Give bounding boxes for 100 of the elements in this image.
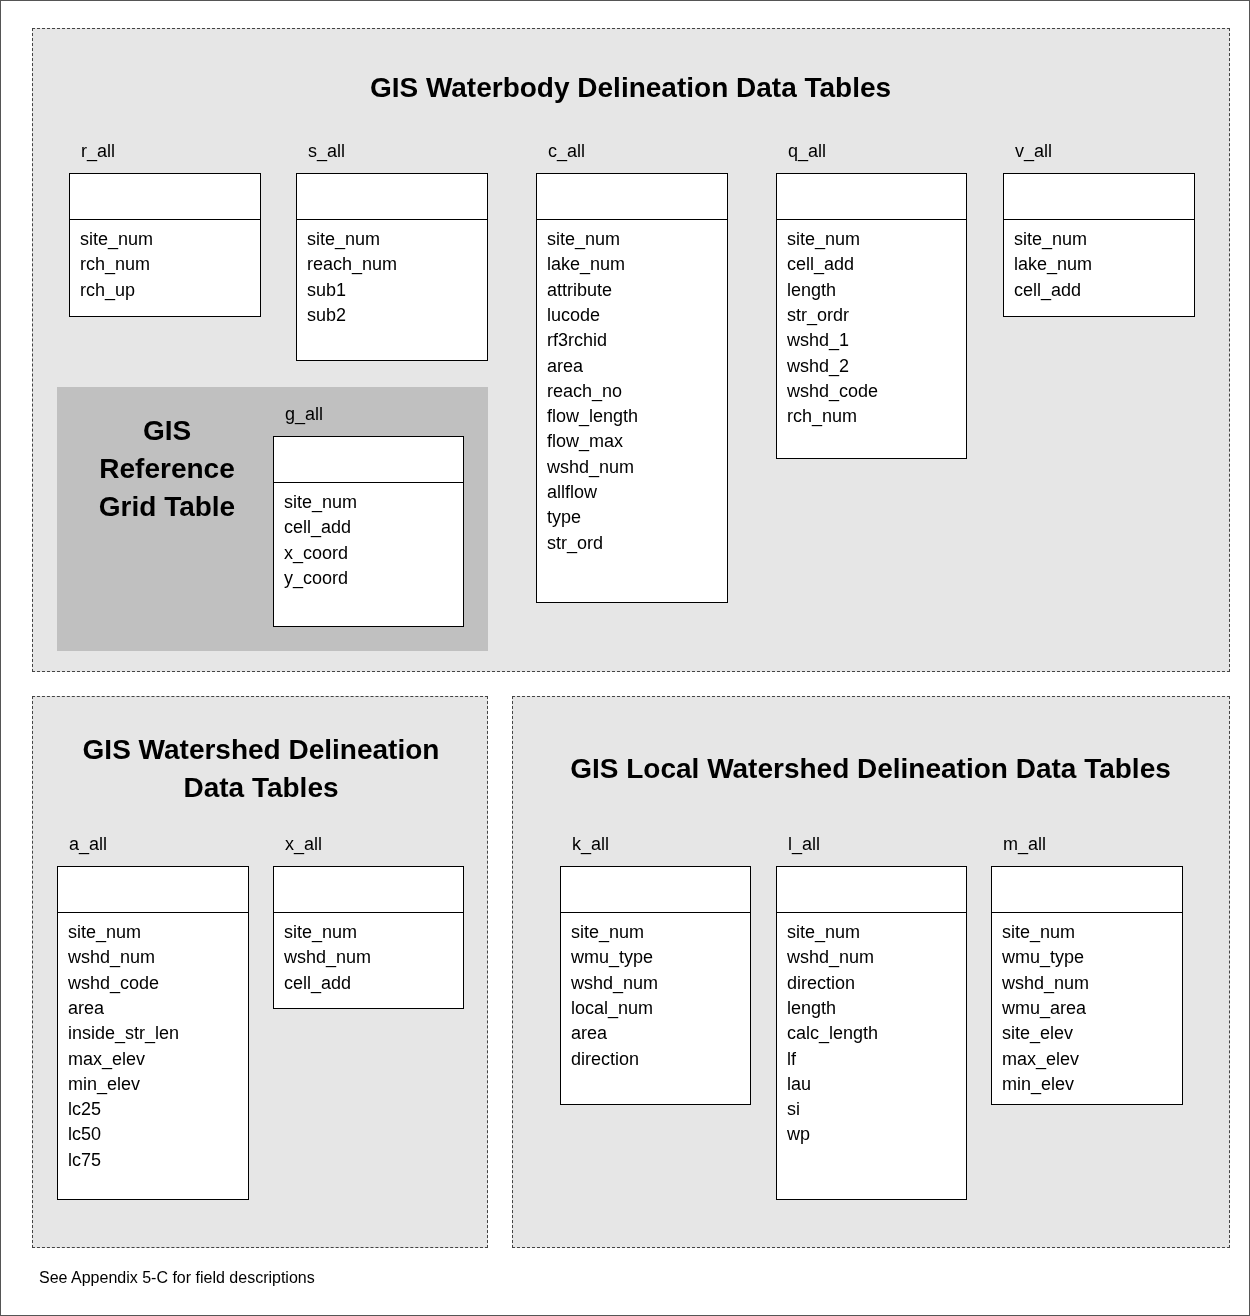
field-name: length bbox=[787, 278, 837, 301]
field-name: str_ordr bbox=[787, 303, 849, 326]
field-name: cell_add bbox=[284, 516, 352, 539]
field-name: wmu_type bbox=[571, 946, 654, 969]
field-name: wshd_code bbox=[787, 379, 879, 402]
table-name: x_all bbox=[285, 834, 323, 855]
field-name: wshd_num bbox=[787, 946, 875, 969]
table-name: m_all bbox=[1003, 834, 1046, 855]
field-name: rch_num bbox=[787, 405, 858, 428]
field-name: max_elev bbox=[1002, 1047, 1080, 1070]
panel-title: GIS Waterbody Delineation Data Tables bbox=[368, 71, 893, 105]
field-name: flow_max bbox=[547, 430, 624, 453]
data-table bbox=[1003, 141, 1195, 317]
field-name: lake_num bbox=[547, 253, 626, 276]
field-name: area bbox=[68, 996, 105, 1019]
field-name: lau bbox=[787, 1072, 812, 1095]
data-table bbox=[776, 834, 967, 1200]
field-name: area bbox=[547, 354, 584, 377]
field-name: site_num bbox=[547, 228, 621, 250]
field-name: attribute bbox=[547, 278, 613, 301]
field-name: site_num bbox=[1002, 921, 1076, 943]
table-name: a_all bbox=[69, 834, 108, 855]
panel-title: GIS Reference Grid Table bbox=[97, 414, 237, 524]
data-table bbox=[560, 834, 751, 1105]
field-name: sub2 bbox=[307, 303, 347, 326]
data-table bbox=[273, 404, 464, 627]
panel-title: GIS Watershed Delineation Data Tables bbox=[81, 733, 441, 805]
data-table bbox=[296, 141, 488, 361]
field-name: sub1 bbox=[307, 278, 347, 301]
table-group-panel bbox=[57, 387, 488, 651]
field-name: local_num bbox=[571, 996, 654, 1019]
field-name: cell_add bbox=[1014, 278, 1082, 301]
field-name: lc75 bbox=[68, 1148, 102, 1171]
field-name: site_elev bbox=[1002, 1022, 1074, 1045]
caption: See Appendix 5-C for field descriptions bbox=[39, 1269, 315, 1287]
table-name: l_all bbox=[788, 834, 821, 855]
field-name: wmu_type bbox=[1002, 946, 1085, 969]
field-name: lc50 bbox=[68, 1123, 102, 1146]
field-name: wshd_num bbox=[1002, 971, 1090, 994]
field-name: site_num bbox=[284, 921, 358, 943]
field-name: wmu_area bbox=[1002, 996, 1087, 1019]
field-name: wshd_code bbox=[68, 971, 160, 994]
field-name: site_num bbox=[787, 228, 861, 250]
field-name: wshd_num bbox=[571, 971, 659, 994]
field-name: wp bbox=[787, 1123, 810, 1146]
data-table bbox=[69, 141, 261, 317]
data-table bbox=[57, 834, 249, 1200]
field-name: site_num bbox=[1014, 228, 1088, 250]
panel-title: GIS Local Watershed Delineation Data Tables bbox=[569, 752, 1172, 786]
field-name: inside_str_len bbox=[68, 1022, 180, 1045]
field-name: lc25 bbox=[68, 1098, 102, 1121]
field-name: x_coord bbox=[284, 541, 349, 564]
field-name: reach_no bbox=[547, 379, 623, 402]
field-name: y_coord bbox=[284, 566, 349, 589]
table-group-panel bbox=[32, 696, 488, 1248]
field-name: min_elev bbox=[68, 1072, 141, 1095]
table-name: g_all bbox=[285, 404, 324, 425]
field-name: cell_add bbox=[284, 971, 352, 994]
field-name: rf3rchid bbox=[547, 329, 608, 352]
field-name: length bbox=[787, 996, 837, 1019]
field-name: min_elev bbox=[1002, 1072, 1075, 1095]
field-name: lf bbox=[787, 1047, 796, 1070]
data-table bbox=[776, 141, 967, 459]
table-name: s_all bbox=[308, 141, 346, 162]
field-name: type bbox=[547, 506, 582, 529]
field-name: reach_num bbox=[307, 253, 398, 276]
field-name: direction bbox=[787, 971, 856, 994]
table-group-panel bbox=[32, 28, 1230, 672]
table-name: v_all bbox=[1015, 141, 1053, 162]
field-name: wshd_num bbox=[284, 946, 372, 969]
field-name: area bbox=[571, 1022, 608, 1045]
field-name: site_num bbox=[68, 921, 142, 943]
field-name: si bbox=[787, 1098, 800, 1121]
field-name: flow_length bbox=[547, 405, 639, 428]
field-name: max_elev bbox=[68, 1047, 146, 1070]
field-name: rch_up bbox=[80, 278, 136, 301]
field-name: str_ord bbox=[547, 531, 604, 554]
field-name: wshd_num bbox=[547, 455, 635, 478]
table-name: k_all bbox=[572, 834, 610, 855]
field-name: direction bbox=[571, 1047, 640, 1070]
field-name: cell_add bbox=[787, 253, 855, 276]
field-name: site_num bbox=[284, 491, 358, 513]
field-name: wshd_1 bbox=[787, 329, 850, 352]
table-name: r_all bbox=[81, 141, 115, 162]
field-name: lucode bbox=[547, 303, 601, 326]
field-name: wshd_num bbox=[68, 946, 156, 969]
field-name: site_num bbox=[307, 228, 381, 250]
table-name: c_all bbox=[548, 141, 586, 162]
data-table bbox=[991, 834, 1183, 1105]
table-name: q_all bbox=[788, 141, 827, 162]
table-group-panel bbox=[512, 696, 1230, 1248]
field-name: rch_num bbox=[80, 253, 151, 276]
field-name: allflow bbox=[547, 481, 598, 503]
field-name: site_num bbox=[571, 921, 645, 943]
field-name: site_num bbox=[80, 228, 154, 250]
field-name: wshd_2 bbox=[787, 354, 850, 377]
data-table bbox=[273, 834, 464, 1009]
field-name: site_num bbox=[787, 921, 861, 943]
data-table bbox=[536, 141, 728, 603]
field-name: lake_num bbox=[1014, 253, 1093, 276]
